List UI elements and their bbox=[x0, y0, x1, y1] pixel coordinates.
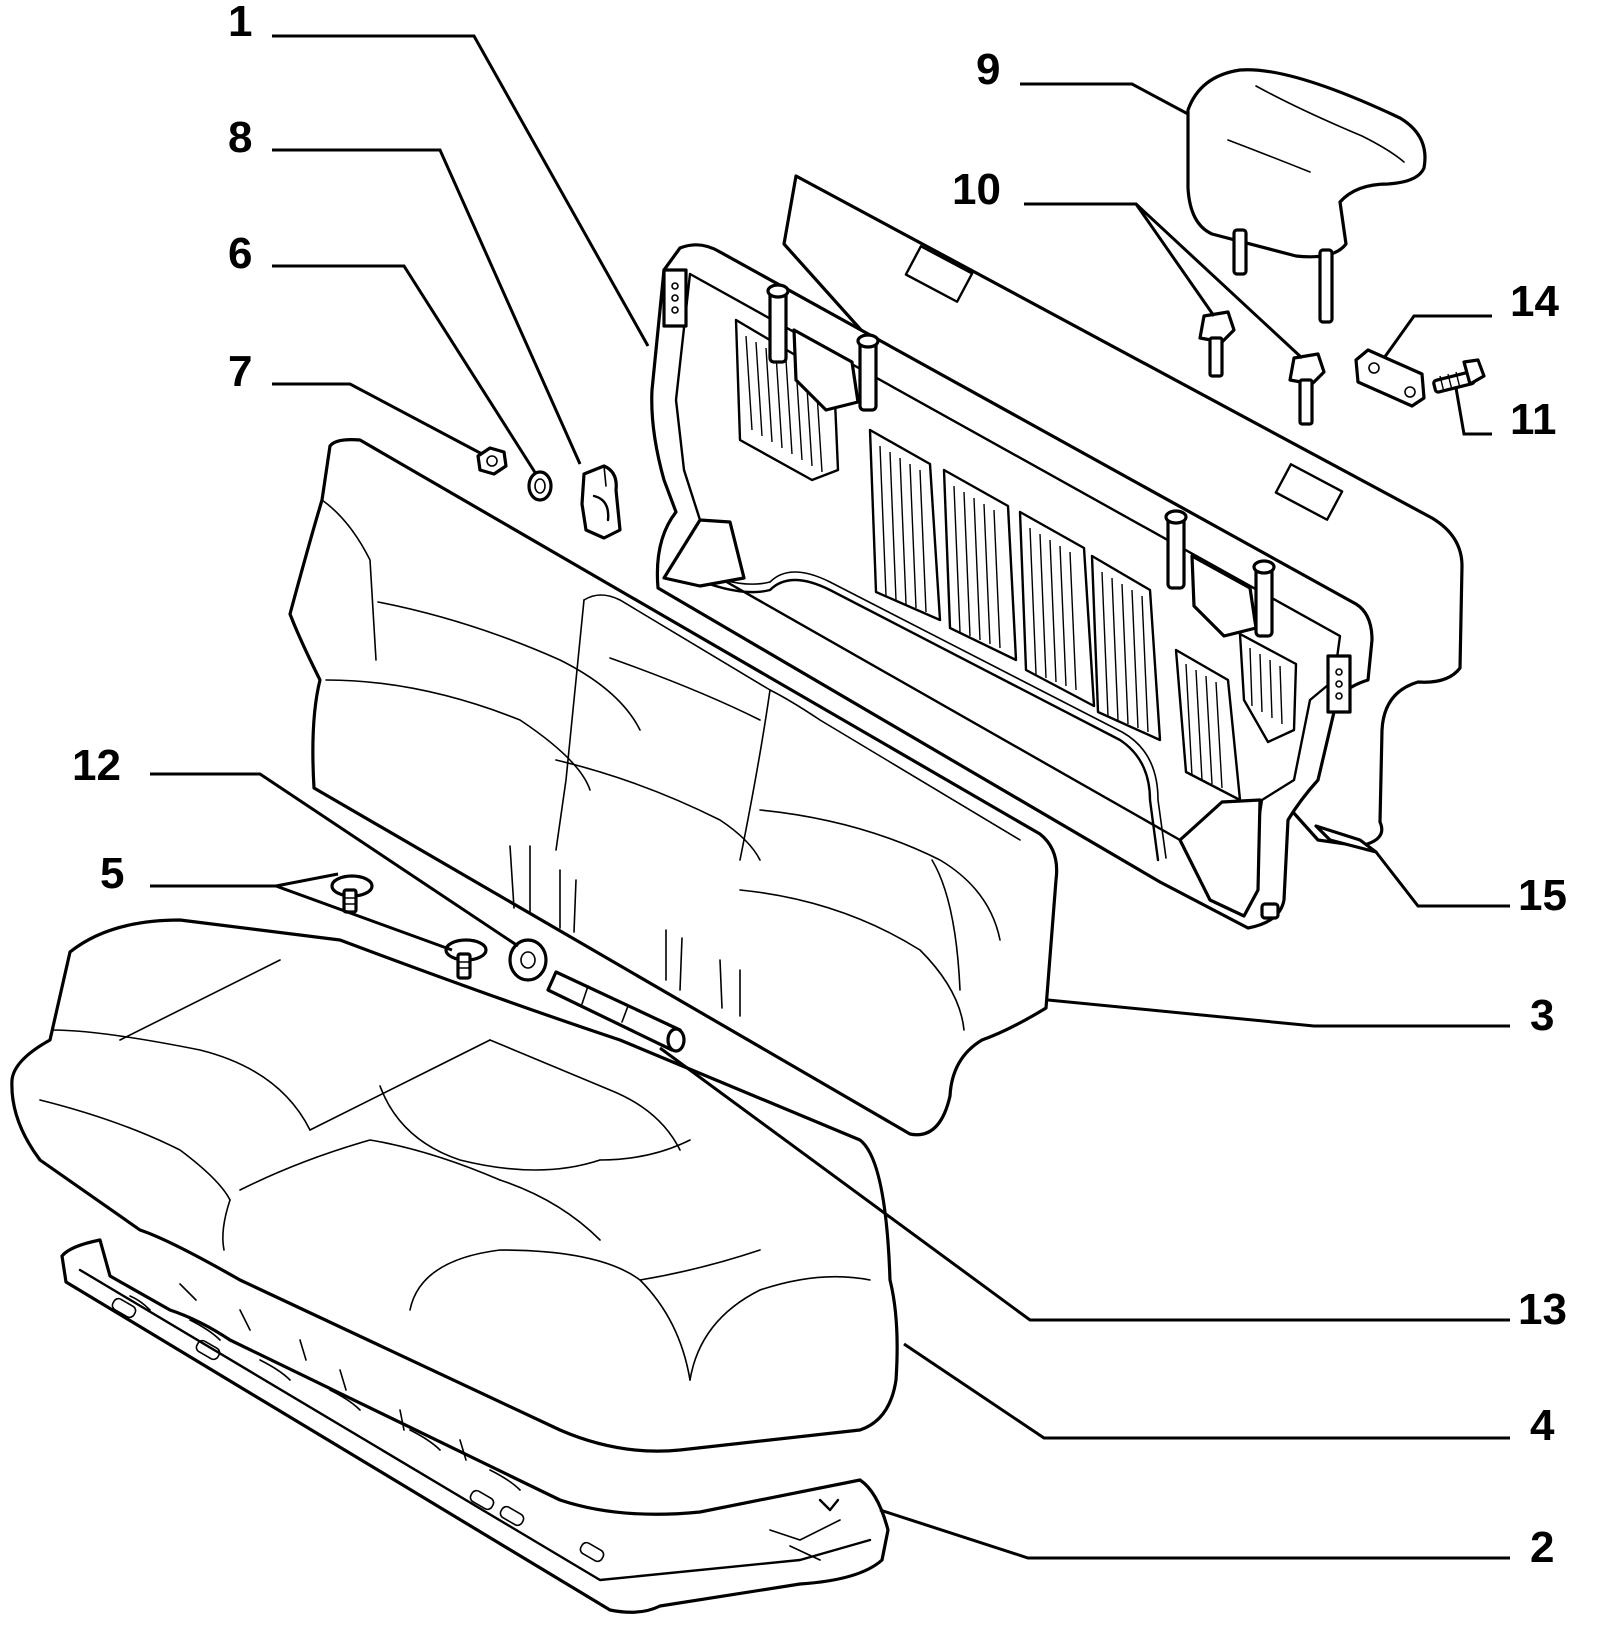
callout-5: 5 bbox=[100, 849, 124, 898]
leader-4 bbox=[903, 1342, 1510, 1440]
leader-15 bbox=[1374, 851, 1510, 908]
seat-frame bbox=[60, 1238, 890, 1614]
callout-13: 13 bbox=[1518, 1285, 1567, 1334]
callout-9: 9 bbox=[976, 45, 1000, 94]
callout-1: 1 bbox=[228, 0, 252, 46]
callout-4: 4 bbox=[1530, 1401, 1555, 1450]
screw-pair bbox=[330, 874, 488, 980]
callout-3: 3 bbox=[1530, 991, 1554, 1040]
headrest bbox=[1186, 68, 1427, 324]
rod-washer bbox=[508, 938, 548, 982]
leader-lines bbox=[150, 34, 1510, 1560]
screw bbox=[1432, 358, 1486, 394]
leader-5b bbox=[275, 884, 453, 952]
backrest-rear-panel bbox=[650, 174, 1464, 930]
callout-8: 8 bbox=[228, 113, 252, 162]
leader-3 bbox=[1047, 998, 1510, 1028]
bracket-plate bbox=[1354, 348, 1426, 408]
leader-11 bbox=[1454, 387, 1492, 436]
callout-14: 14 bbox=[1510, 277, 1559, 326]
washer bbox=[527, 470, 553, 502]
callout-6: 6 bbox=[228, 229, 252, 278]
leader-5a bbox=[150, 872, 339, 888]
leader-12 bbox=[150, 772, 519, 948]
leader-6 bbox=[272, 264, 538, 475]
clip bbox=[580, 464, 622, 540]
leader-14 bbox=[1382, 314, 1492, 359]
leader-1 bbox=[272, 34, 650, 347]
callout-7: 7 bbox=[228, 347, 252, 396]
leader-13 bbox=[659, 1046, 1510, 1322]
seat-cushion bbox=[10, 918, 899, 1453]
callout-11: 11 bbox=[1510, 395, 1557, 444]
leader-10a bbox=[1024, 202, 1216, 317]
leader-10b bbox=[1134, 202, 1304, 360]
leader-7 bbox=[272, 382, 483, 456]
callout-10: 10 bbox=[952, 165, 1001, 214]
pivot-rod bbox=[546, 970, 686, 1053]
callout-12: 12 bbox=[72, 741, 121, 790]
callout-labels: 1 8 6 7 9 10 14 11 12 5 15 3 13 4 2 bbox=[72, 0, 1567, 1572]
bolt-pair bbox=[1198, 310, 1326, 426]
callout-15: 15 bbox=[1518, 871, 1567, 920]
callout-2: 2 bbox=[1530, 1523, 1554, 1572]
leader-8 bbox=[272, 148, 582, 465]
leader-2 bbox=[879, 1508, 1510, 1560]
backrest-cushion bbox=[288, 438, 1059, 1137]
nut bbox=[476, 446, 508, 476]
leader-9 bbox=[1020, 82, 1189, 116]
